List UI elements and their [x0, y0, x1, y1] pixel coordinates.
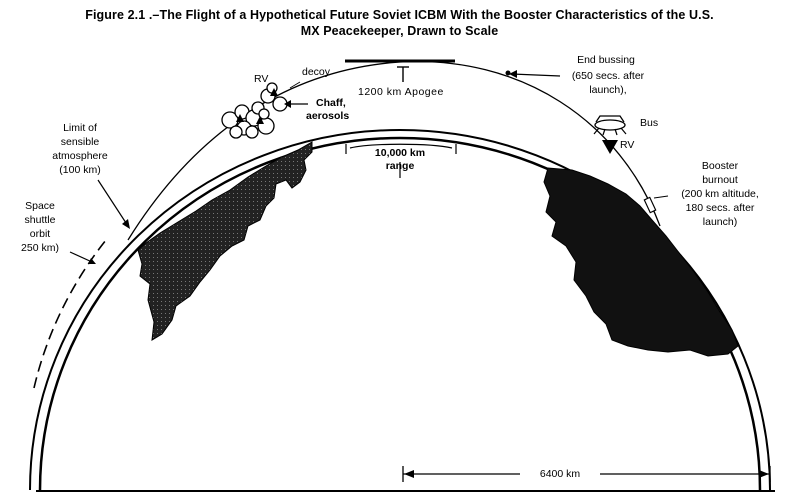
range-label-1: 10,000 km: [374, 147, 426, 159]
shuttle-orbit: [33, 239, 107, 389]
radius-label: 6400 km: [539, 468, 581, 480]
figure-title-line-1: Figure 2.1 .–The Flight of a Hypothetica…: [85, 8, 714, 22]
range-label-2: range: [385, 160, 415, 172]
end-bussing-label-1: End bussing: [577, 54, 635, 66]
landmass-left: [137, 141, 313, 341]
atmosphere-limit-label-1: Limit of: [63, 122, 97, 134]
shuttle-label-2: shuttle: [24, 214, 56, 226]
decoy-leader: [289, 81, 301, 89]
burnout-leader: [653, 195, 669, 199]
rv-markers: [236, 88, 278, 124]
bus-icon: [593, 115, 627, 136]
bus-label: Bus: [640, 117, 659, 129]
burnout-label-4: 180 secs. after: [685, 202, 755, 214]
decoy-label: decoy: [302, 66, 331, 78]
shuttle-label-3: orbit: [29, 228, 51, 240]
rv-top-label: RV: [254, 73, 269, 85]
landmass-right: [543, 167, 739, 357]
atmosphere-limit-label-3: atmosphere: [52, 150, 108, 162]
end-bussing-label-3: launch),: [589, 84, 627, 96]
end-bussing-label-2: (650 secs. after: [571, 70, 645, 82]
atmosphere-limit-label-4: (100 km): [59, 164, 101, 176]
rv-arrow-icon: [602, 140, 618, 154]
rv-bus-label: RV: [620, 139, 635, 151]
shuttle-label-1: Space: [25, 200, 55, 212]
burnout-label-3: (200 km altitude,: [681, 188, 759, 200]
apogee-label: 1200 km Apogee: [358, 86, 444, 98]
end-bussing-point: [505, 70, 511, 76]
atmosphere-limit-label-2: sensible: [60, 136, 100, 148]
end-bussing-arrow: [511, 73, 561, 77]
burnout-label-5: launch): [702, 216, 738, 228]
chaff-label-1: Chaff,: [316, 97, 346, 109]
chaff-label-2: aerosols: [306, 110, 350, 122]
shuttle-arrow: [69, 251, 93, 263]
figure-title-line-2: MX Peacekeeper, Drawn to Scale: [300, 24, 499, 38]
chaff-cloud: [221, 82, 288, 139]
shuttle-label-4: 250 km): [21, 242, 59, 254]
booster-icon: [643, 196, 657, 214]
range-arc: [349, 143, 453, 149]
limit-arrow: [97, 179, 129, 227]
burnout-label-1: Booster: [701, 160, 739, 172]
atmosphere-limit: [29, 129, 771, 491]
burnout-label-2: burnout: [702, 174, 738, 186]
